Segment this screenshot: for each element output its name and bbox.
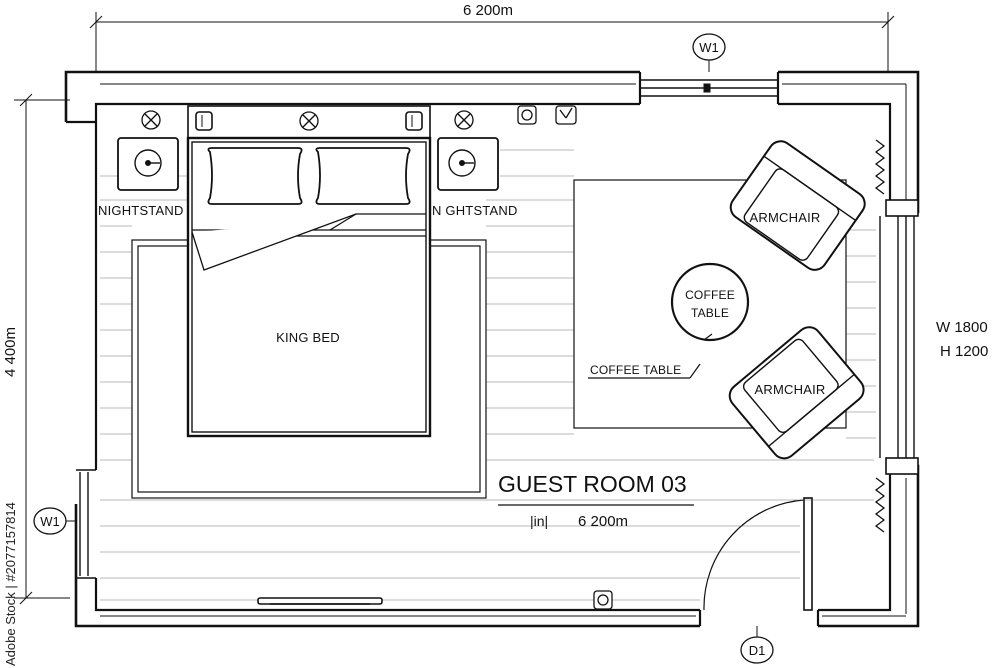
walls xyxy=(64,70,920,628)
coffee-table-text-2: TABLE xyxy=(691,306,729,320)
floor-outlet-icon xyxy=(593,590,613,610)
tag-window-left-text: W1 xyxy=(40,514,60,529)
coffee-table-callout: COFFEE TABLE xyxy=(590,363,681,377)
tag-window-top-text: W1 xyxy=(699,40,719,55)
room-dimension-prefix: |in| xyxy=(530,513,548,529)
wall-lamp-right-icon xyxy=(454,110,474,130)
window-right xyxy=(879,216,915,458)
curtain-right-bottom xyxy=(874,477,886,533)
floor-boards xyxy=(100,149,876,601)
nightstand-left-label: NIGHTSTAND xyxy=(98,203,184,218)
room-dimension-value: 6 200m xyxy=(578,513,628,530)
nightstand-right-label: N GHTSTAND xyxy=(432,203,518,218)
switch-icon xyxy=(555,105,577,125)
outlet-icon xyxy=(517,105,537,125)
coffee-table-callout-line xyxy=(588,363,701,379)
window-spec-width: W 1800 xyxy=(936,319,988,336)
curtain-right-top xyxy=(874,139,886,195)
bed-label: KING BED xyxy=(276,330,340,345)
king-bed xyxy=(186,136,432,438)
door xyxy=(703,497,813,611)
coffee-table-text-1: COFFEE xyxy=(685,288,735,302)
left-dimension-line xyxy=(14,93,70,605)
top-dimension-line xyxy=(89,12,895,72)
nightstand-left xyxy=(117,137,179,191)
armchair-top-label: ARMCHAIR xyxy=(750,210,821,225)
coffee-table xyxy=(670,262,750,342)
wall-lamp-left-icon xyxy=(141,110,161,130)
window-left xyxy=(79,472,89,576)
armchair-bottom-label: ARMCHAIR xyxy=(755,382,826,397)
armchair-top xyxy=(729,140,866,271)
top-dimension-text: 6 200m xyxy=(463,2,513,19)
window-spec-height: H 1200 xyxy=(940,343,988,360)
tag-window-top: W1 xyxy=(692,33,726,72)
armchair-bottom xyxy=(728,326,865,460)
watermark-text: Adobe Stock | #2077157814 xyxy=(3,502,18,666)
tag-window-left: W1 xyxy=(33,507,76,535)
window-top xyxy=(640,79,778,97)
left-dimension-text: 4 400m xyxy=(2,327,19,377)
nightstand-right xyxy=(437,137,499,191)
rug-seating xyxy=(573,179,847,429)
tag-door: D1 xyxy=(740,626,774,664)
tag-door-text: D1 xyxy=(749,643,766,658)
watermark: Adobe Stock | #2077157814 xyxy=(2,432,18,668)
wall-lamp-center-icon xyxy=(299,111,319,131)
radiator xyxy=(257,597,383,605)
room-title: GUEST ROOM 03 xyxy=(498,471,687,497)
